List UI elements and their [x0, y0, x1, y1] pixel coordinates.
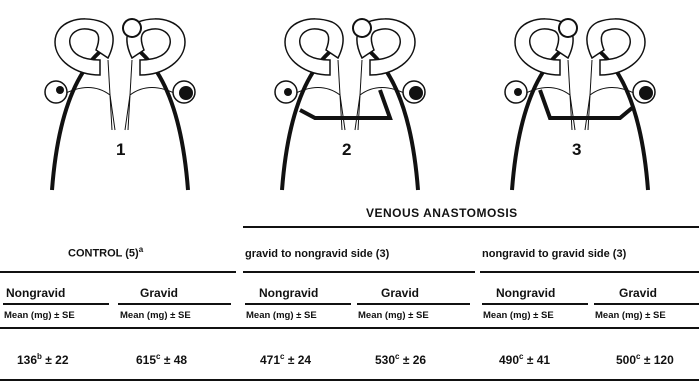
gravid-to-nongravid-header: gravid to nongravid side (3)	[245, 248, 389, 260]
venous-anastomosis-header: VENOUS ANASTOMOSIS	[366, 206, 518, 220]
table-bottom-rule	[0, 379, 699, 381]
value-cell-2: 615c ± 48	[136, 352, 187, 367]
group-rule-2	[243, 271, 475, 273]
col-rule-6	[594, 303, 699, 305]
diagram-panel-2	[275, 16, 425, 190]
measure-label-3: Mean (mg) ± SE	[246, 310, 317, 321]
diagram-panel-1	[45, 16, 195, 190]
col-rule-5	[482, 303, 588, 305]
panel-label-1: 1	[116, 140, 125, 160]
col-rule-2	[118, 303, 231, 305]
col-header-gravid-control: Gravid	[140, 286, 178, 300]
venous-rule	[243, 226, 699, 228]
col-header-gravid-g2: Gravid	[381, 286, 419, 300]
header-bottom-rule	[0, 327, 699, 329]
col-rule-4	[357, 303, 470, 305]
col-header-nongravid-g2: Nongravid	[259, 286, 318, 300]
group-rule-3	[480, 271, 699, 273]
value-cell-6: 500c ± 120	[616, 352, 674, 367]
measure-label-6: Mean (mg) ± SE	[595, 310, 666, 321]
control-header: CONTROL (5)a	[68, 245, 143, 260]
col-header-nongravid-control: Nongravid	[6, 286, 65, 300]
panel-label-3: 3	[572, 140, 581, 160]
measure-label-5: Mean (mg) ± SE	[483, 310, 554, 321]
value-cell-1: 136b ± 22	[17, 352, 69, 367]
value-cell-3: 471c ± 24	[260, 352, 311, 367]
col-header-gravid-g3: Gravid	[619, 286, 657, 300]
diagram-panel-3	[505, 16, 655, 190]
col-rule-3	[245, 303, 351, 305]
col-header-nongravid-g3: Nongravid	[496, 286, 555, 300]
nongravid-to-gravid-header: nongravid to gravid side (3)	[482, 248, 626, 260]
measure-label-4: Mean (mg) ± SE	[358, 310, 429, 321]
col-rule-1	[3, 303, 109, 305]
measure-label-1: Mean (mg) ± SE	[4, 310, 75, 321]
panel-label-2: 2	[342, 140, 351, 160]
value-cell-5: 490c ± 41	[499, 352, 550, 367]
anatomical-diagrams	[0, 0, 699, 200]
group-rule-1	[0, 271, 236, 273]
value-cell-4: 530c ± 26	[375, 352, 426, 367]
measure-label-2: Mean (mg) ± SE	[120, 310, 191, 321]
